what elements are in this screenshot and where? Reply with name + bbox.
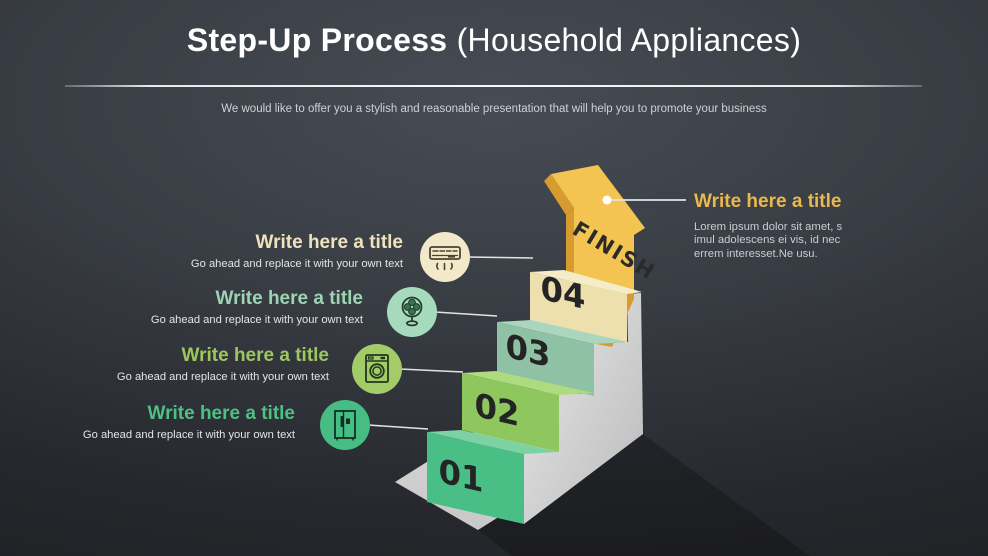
step-3-top [497,320,628,344]
list-item: Write here a title Go ahead and replace … [0,345,329,384]
item-title: Write here a title [255,232,403,253]
title-divider [65,85,922,87]
item-description: Go ahead and replace it with your own te… [116,371,329,383]
connector-dot-finish [602,195,612,205]
list-item: Write here a title Go ahead and replace … [3,288,363,327]
fan-icon [387,287,437,337]
air-conditioner-icon [420,232,470,282]
refrigerator-icon [320,400,370,450]
finish-callout: Write here a title Lorem ipsum dolor sit… [694,191,894,261]
list-item: Write here a title Go ahead and replace … [0,403,295,442]
item-title: Write here a title [694,191,842,212]
item-title: Write here a title [215,288,363,309]
finish-arrow-side [544,174,574,215]
connector-line-4 [367,424,429,430]
floor-shadow [478,430,810,556]
connector-line-2 [434,311,498,317]
list-item: Write here a title Go ahead and replace … [43,232,403,271]
connector-line-3 [399,368,464,373]
item-title: Write here a title [147,403,295,424]
washing-machine-icon [352,344,402,394]
item-title: Write here a title [181,345,329,366]
page-title: Step-Up Process (Household Appliances) [0,22,988,58]
step-2-front [462,373,559,452]
step-1-front [427,432,524,524]
connector-line-1 [467,256,534,259]
step-4-front [530,272,627,343]
item-description: Go ahead and replace it with your own te… [150,314,363,326]
page-subtitle: We would like to offer you a stylish and… [221,103,767,115]
item-description: Lorem ipsum dolor sit amet, s imul adole… [694,221,843,260]
step-1-top [427,430,558,454]
stair-side-wall [524,293,643,524]
finish-arrow [551,165,645,291]
page-title-bold: Step-Up Process [186,22,448,58]
item-description: Go ahead and replace it with your own te… [190,258,403,270]
step-4-top [530,270,642,294]
page-title-regular: (Household Appliances) [447,22,802,58]
step-2-top [462,371,593,395]
item-description: Go ahead and replace it with your own te… [82,429,295,441]
